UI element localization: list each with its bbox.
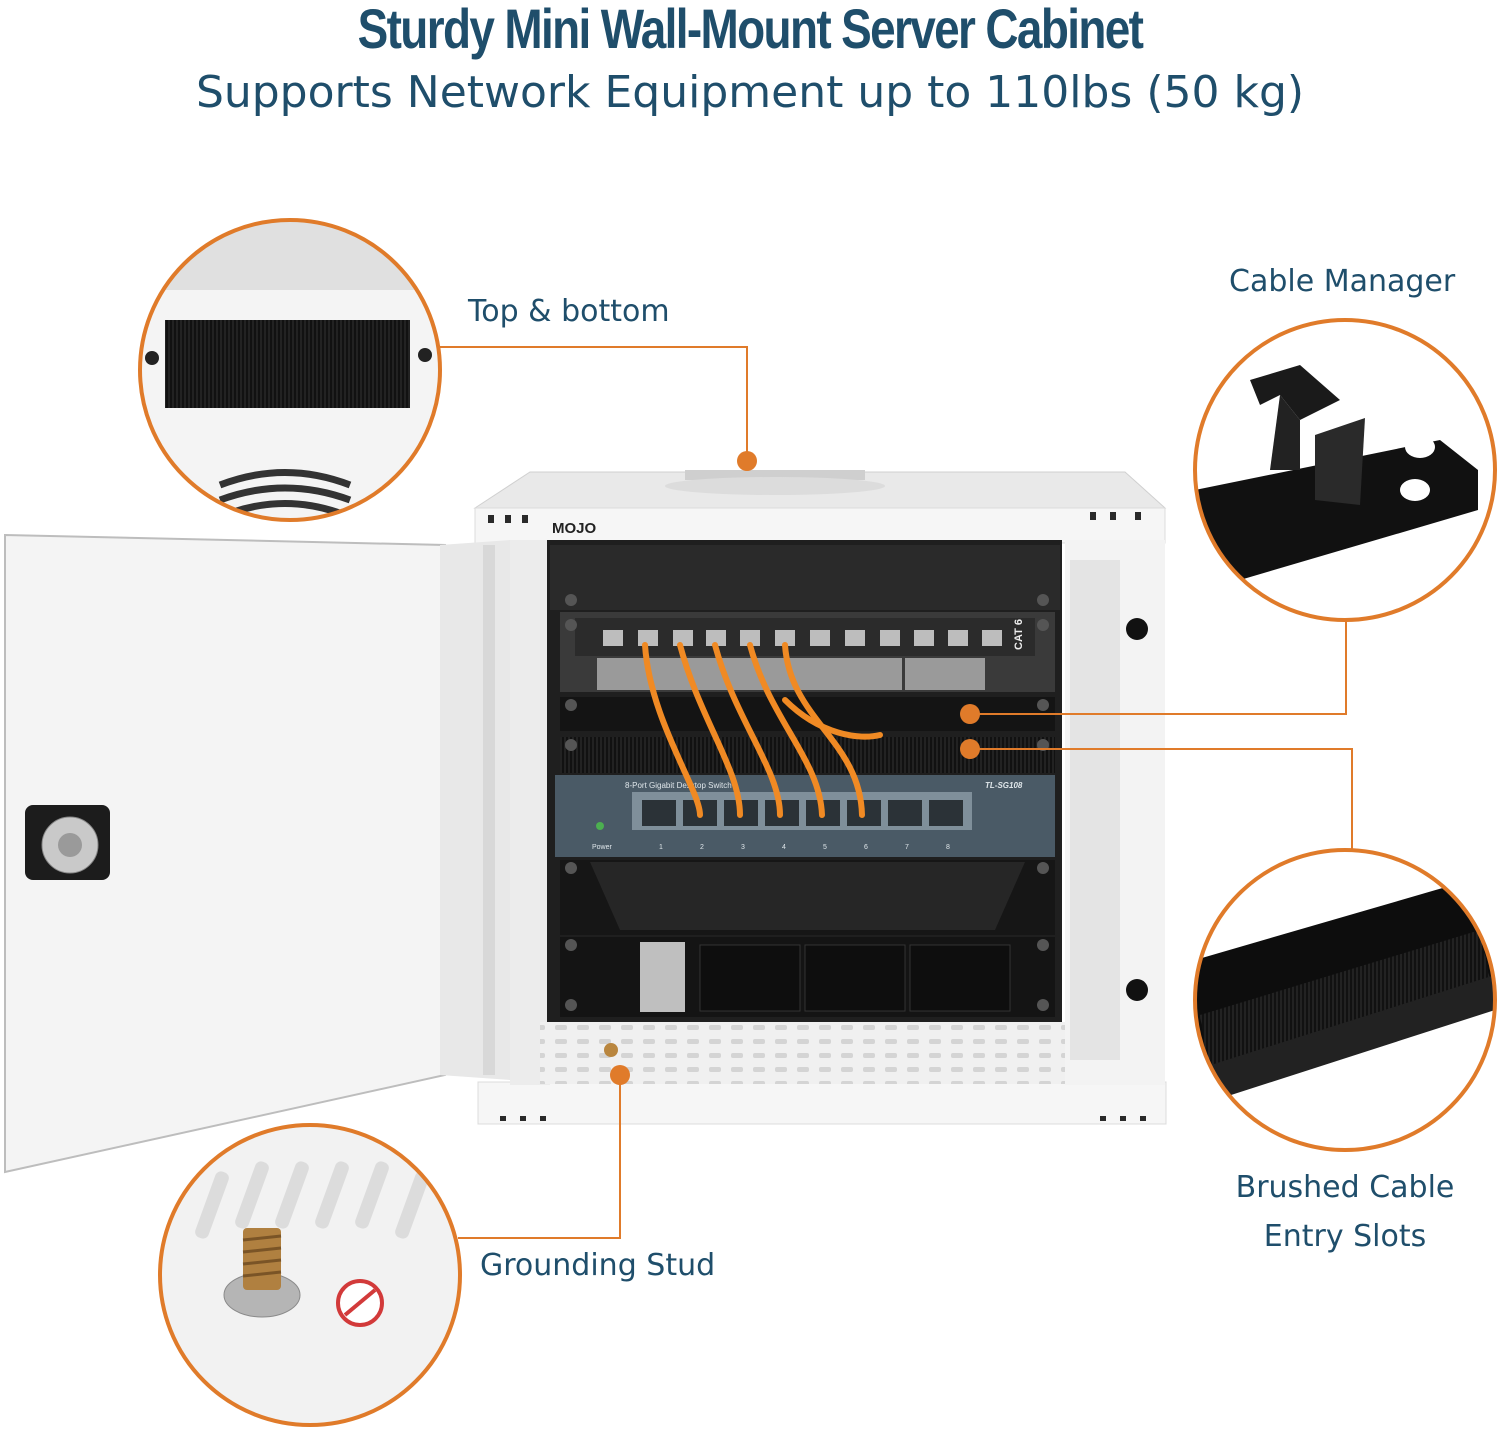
switch-model: TL-SG108 [985,781,1023,790]
switch-port-number: 8 [946,844,950,851]
switch-port-number: 5 [823,844,827,851]
zoom-grounding-stud [160,1125,460,1425]
page-subtitle: Supports Network Equipment up to 110lbs … [195,67,1305,118]
callout-brushed-line1: Brushed Cable [1235,1170,1455,1205]
cabinet: MOJO CAT 6 8-Port Gigabit Desktop Swi [473,470,1167,1125]
switch-port-number: 2 [700,844,704,851]
switch-power-label: Power [592,844,613,851]
callout-top-bottom: Top & bottom [468,294,670,329]
callout-brushed-line2: Entry Slots [1263,1219,1427,1254]
callout-cable-manager: Cable Manager [1229,264,1456,299]
zoom-cable-manager [1195,320,1495,620]
callout-grounding-stud: Grounding Stud [480,1248,716,1283]
page-title: Sturdy Mini Wall-Mount Server Cabinet [357,0,1144,60]
patch-panel-label: CAT 6 [1013,619,1025,650]
zoom-brushed-entry [1195,850,1495,1150]
switch-port-number: 6 [864,844,868,851]
brand-logo: MOJO [552,520,597,537]
cabinet-door [4,533,510,1174]
switch-name: 8-Port Gigabit Desktop Switch [625,781,732,790]
switch-port-number: 7 [905,844,909,851]
switch-port-number: 3 [741,844,745,851]
switch-port-number: 4 [782,844,786,851]
switch-port-number: 1 [659,844,663,851]
